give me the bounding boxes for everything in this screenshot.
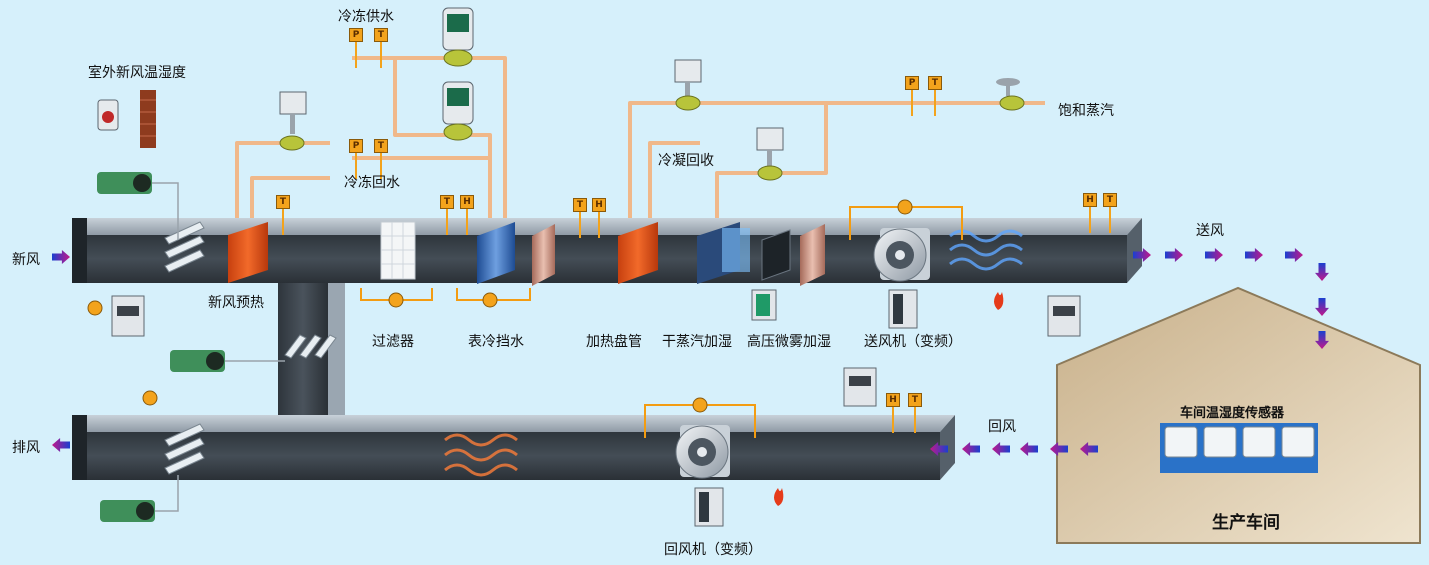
loop-instruments bbox=[87, 199, 913, 413]
sensor-tag: T bbox=[928, 76, 942, 90]
preheat-label: 新风预热 bbox=[208, 295, 264, 311]
chilled-valve-lower[interactable] bbox=[442, 81, 474, 141]
mix-air-damper[interactable] bbox=[284, 334, 337, 359]
airflow-arrow-icon bbox=[1245, 248, 1263, 262]
fresh-air-damper-actuator[interactable] bbox=[97, 172, 179, 240]
airflow-arrow-icon bbox=[1133, 248, 1151, 262]
sensor-probe bbox=[1089, 207, 1091, 233]
saturated-steam-label: 饱和蒸汽 bbox=[1058, 103, 1114, 119]
mix-air-damper-actuator[interactable] bbox=[170, 350, 285, 372]
filter-unit bbox=[380, 221, 416, 280]
sensor-probe bbox=[934, 90, 936, 116]
chilled-supply-label: 冷冻供水 bbox=[338, 9, 394, 25]
sensor-tag: T bbox=[1103, 193, 1117, 207]
sensor-tag: H bbox=[460, 195, 474, 209]
sensor-probe bbox=[892, 407, 894, 433]
workshop-sensor-label: 车间温湿度传感器 bbox=[1180, 406, 1285, 421]
supply-air-label: 送风 bbox=[1196, 223, 1224, 239]
return-airflow-waves bbox=[444, 433, 518, 477]
sensor-tag: T bbox=[573, 198, 587, 212]
return-air-label: 回风 bbox=[988, 419, 1016, 435]
heating-valve[interactable] bbox=[674, 59, 702, 111]
sensor-tag: T bbox=[374, 139, 388, 153]
exhaust-air-label: 排风 bbox=[12, 440, 40, 456]
heating-coil bbox=[618, 222, 658, 284]
hp-mist-humidifier-label: 高压微雾加湿 bbox=[747, 334, 831, 350]
supply-fan-inverter[interactable] bbox=[888, 289, 918, 329]
sensor-tag: P bbox=[349, 139, 363, 153]
return-fan-inverter[interactable] bbox=[694, 487, 724, 527]
sensor-probe bbox=[380, 42, 382, 68]
heating-coil-label: 加热盘管 bbox=[586, 334, 642, 350]
exhaust-air-damper[interactable] bbox=[164, 423, 205, 475]
sensor-tag: T bbox=[440, 195, 454, 209]
return-fan-label: 回风机（变频） bbox=[664, 542, 762, 558]
sensor-probe bbox=[282, 209, 284, 235]
humidifier-valve[interactable] bbox=[756, 127, 784, 181]
workshop-building bbox=[1056, 286, 1421, 544]
return-duct bbox=[72, 415, 955, 480]
sensor-probe bbox=[355, 42, 357, 68]
mist-humidifier bbox=[761, 224, 825, 286]
workshop-sensor-panel bbox=[1160, 423, 1318, 473]
sensor-probe bbox=[1109, 207, 1111, 233]
sensor-probe bbox=[598, 212, 600, 238]
sensor-probe bbox=[380, 153, 382, 179]
airflow-arrow-icon bbox=[1165, 248, 1183, 262]
preheat-coil bbox=[228, 222, 268, 283]
sensor-tag: P bbox=[905, 76, 919, 90]
outdoor-sensor-label: 室外新风温湿度 bbox=[88, 65, 186, 81]
sensor-tag: T bbox=[908, 393, 922, 407]
fresh-air-label: 新风 bbox=[12, 252, 40, 268]
sensor-tag: T bbox=[276, 195, 290, 209]
sensor-probe bbox=[355, 153, 357, 179]
supply-fan bbox=[873, 228, 930, 282]
sensor-tag: H bbox=[886, 393, 900, 407]
steam-humidifier bbox=[697, 222, 750, 284]
condensate-return-label: 冷凝回收 bbox=[658, 153, 714, 169]
cooling-coil bbox=[477, 222, 555, 286]
supply-fan-label: 送风机（变频） bbox=[864, 334, 962, 350]
return-air-controller[interactable] bbox=[843, 367, 877, 407]
exhaust-air-damper-actuator[interactable] bbox=[100, 475, 179, 522]
return-fan bbox=[675, 425, 730, 479]
mist-humidifier-cabinet[interactable] bbox=[751, 289, 777, 321]
fire-alarm-icon bbox=[774, 292, 1004, 506]
sensor-probe bbox=[466, 209, 468, 235]
sensor-probe bbox=[446, 209, 448, 235]
sensor-tag: H bbox=[1083, 193, 1097, 207]
airflow-arrow-icon bbox=[52, 250, 70, 264]
outdoor-temp-humidity-sensor[interactable] bbox=[97, 90, 156, 148]
sensor-tag: T bbox=[374, 28, 388, 42]
cooling-coil-label: 表冷挡水 bbox=[468, 334, 524, 350]
supply-air-controller[interactable] bbox=[1047, 295, 1081, 337]
chilled-return-label: 冷冻回水 bbox=[344, 175, 400, 191]
airflow-arrow-icon bbox=[1285, 248, 1303, 262]
steam-main-valve[interactable] bbox=[996, 78, 1025, 111]
airflow-arrow-icon bbox=[1205, 248, 1223, 262]
sensor-tag: H bbox=[592, 198, 606, 212]
fresh-air-controller[interactable] bbox=[111, 295, 145, 337]
preheat-valve[interactable] bbox=[279, 91, 307, 151]
workshop-label: 生产车间 bbox=[1212, 513, 1280, 533]
sensor-probe bbox=[911, 90, 913, 116]
filter-label: 过滤器 bbox=[372, 334, 414, 350]
sensor-tag: P bbox=[349, 28, 363, 42]
sensor-probe bbox=[579, 212, 581, 238]
chilled-valve-upper[interactable] bbox=[442, 7, 474, 67]
dry-steam-humidifier-label: 干蒸汽加湿 bbox=[662, 334, 732, 350]
fresh-air-damper[interactable] bbox=[164, 221, 205, 273]
sensor-probe bbox=[914, 407, 916, 433]
